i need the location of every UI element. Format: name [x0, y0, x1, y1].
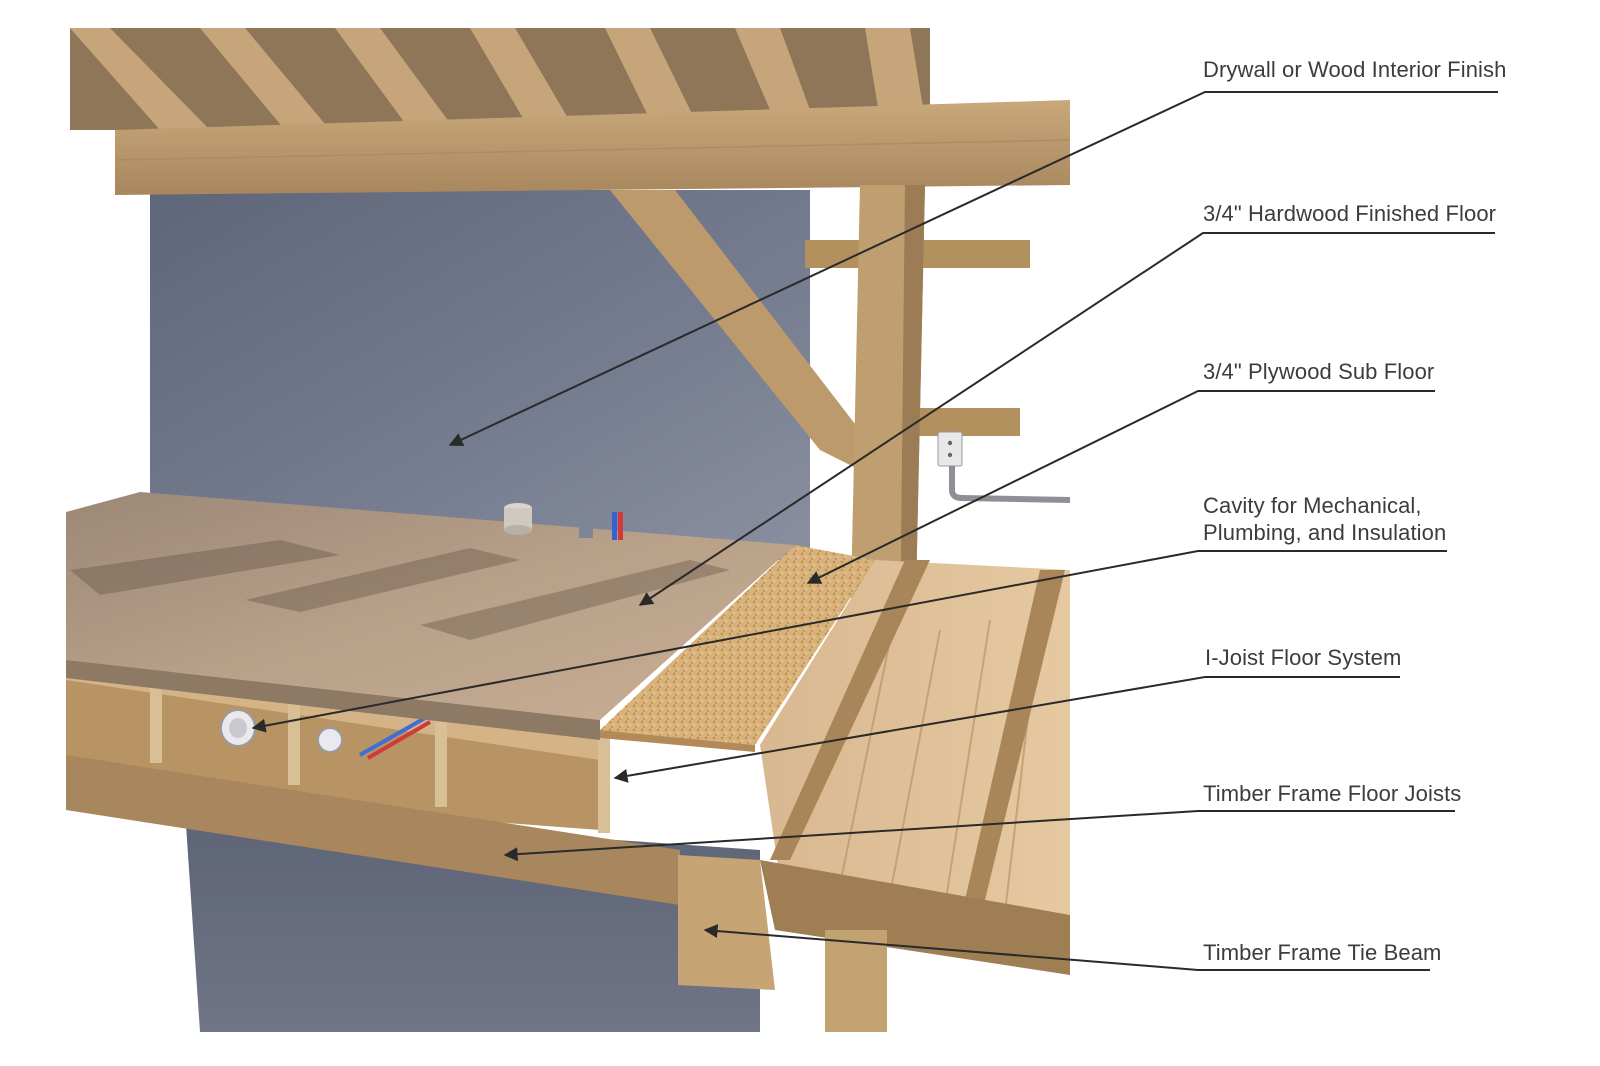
callout-text: Plumbing, and Insulation [1203, 520, 1447, 545]
label-timber-frame-tie-beam: Timber Frame Tie Beam [1203, 939, 1441, 966]
label-i-joist-floor-system: I-Joist Floor System [1205, 644, 1401, 671]
timber-floor-joists [770, 560, 1065, 900]
leader-hardwood [638, 232, 1495, 606]
tie-beam-post [825, 930, 887, 1032]
callout-text: Timber Frame Tie Beam [1203, 940, 1442, 965]
callout-text: Timber Frame Floor Joists [1203, 781, 1462, 806]
tie-beam [678, 855, 775, 990]
roof-rafters [70, 28, 930, 130]
interior-wall [150, 190, 810, 560]
leader-tie-beam [703, 924, 1430, 971]
i-joists [150, 668, 610, 833]
label-hardwood-finished-floor: 3/4" Hardwood Finished Floor [1203, 200, 1496, 227]
hardwood-floor [66, 492, 795, 720]
callout-leaders [251, 91, 1498, 971]
label-drywall-interior-finish: Drywall or Wood Interior Finish [1203, 56, 1506, 83]
leader-floor-joists [503, 810, 1455, 862]
floor-shadows [70, 540, 730, 640]
callout-text: 3/4" Plywood Sub Floor [1203, 359, 1435, 384]
leader-ijoist [613, 676, 1400, 783]
plywood-subfloor [600, 545, 875, 745]
knee-brace [610, 190, 875, 470]
plumbing-pipes [220, 709, 432, 760]
leader-plywood [806, 390, 1435, 584]
callout-text: Drywall or Wood Interior Finish [1203, 57, 1507, 82]
leader-cavity [251, 550, 1447, 733]
label-plywood-sub-floor: 3/4" Plywood Sub Floor [1203, 358, 1434, 385]
electrical-conduit [949, 466, 1071, 503]
leader-drywall [448, 91, 1498, 447]
callout-text: 3/4" Hardwood Finished Floor [1203, 201, 1497, 226]
rim-beam [66, 755, 680, 905]
callout-text: I-Joist Floor System [1205, 645, 1402, 670]
label-mechanical-cavity: Cavity for Mechanical, Plumbing, and Ins… [1203, 492, 1446, 546]
top-plate-beam [114, 100, 1071, 195]
label-timber-frame-floor-joists: Timber Frame Floor Joists [1203, 780, 1461, 807]
electrical-outlet [937, 431, 963, 467]
callout-text: Cavity for Mechanical, [1203, 493, 1422, 518]
floor-penetrations [504, 503, 623, 540]
